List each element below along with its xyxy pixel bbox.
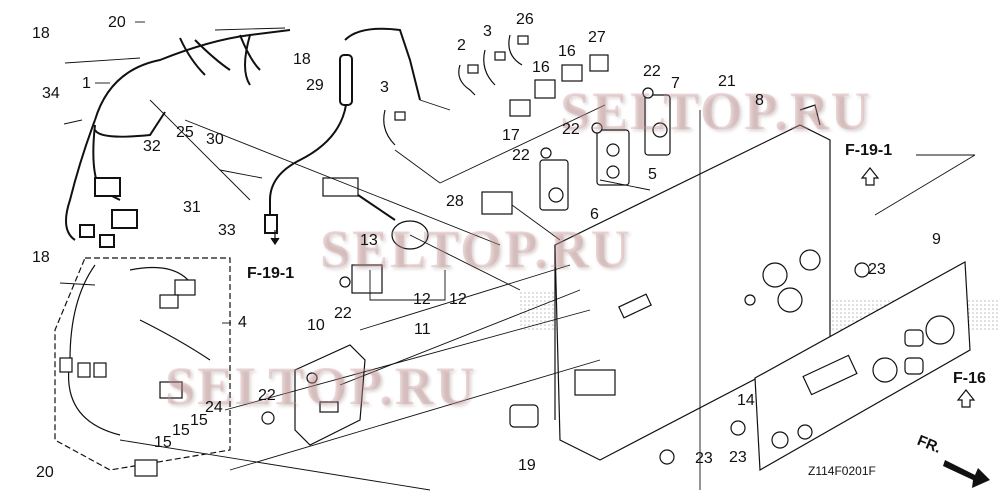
callout-20: 20 [36,464,54,481]
callout-4: 4 [238,314,247,331]
main-wire-harness [65,29,291,248]
callout-22: 22 [512,147,530,164]
callout-3: 3 [483,23,492,40]
ref-f19-top[interactable]: F-19-1 [845,142,893,159]
callout-5: 5 [648,166,657,183]
callout-22: 22 [643,63,661,80]
callout-23: 23 [729,449,747,466]
sub-harness-29 [264,27,421,234]
callout-3: 3 [380,79,389,96]
callout-11: 11 [414,321,431,338]
callout-34: 34 [42,85,60,102]
callout-24: 24 [205,399,223,416]
receptacles [539,94,671,211]
callout-28: 28 [446,193,464,210]
callout-27: 27 [588,29,606,46]
callout-20: 20 [108,14,126,31]
callout-15: 15 [154,434,172,451]
callout-17: 17 [502,127,520,144]
callout-14: 14 [737,392,755,409]
callout-22: 22 [334,305,352,322]
callout-15: 15 [190,412,208,429]
callout-15: 15 [172,422,190,439]
callout-13: 13 [360,232,378,249]
grommet [509,404,539,428]
callout-7: 7 [671,75,680,92]
diagram-code: Z114F0201F [808,464,876,478]
callout-6: 6 [590,206,599,223]
callout-19: 19 [518,457,536,474]
panel-faceplate [754,261,971,472]
callout-26: 26 [516,11,534,28]
ref-f19-left[interactable]: F-19-1 [247,265,295,282]
callout-9: 9 [932,231,941,248]
control-box-10 [294,344,366,446]
callout-32: 32 [143,138,161,155]
circuit-breakers [509,54,609,117]
leader-lines [59,21,976,491]
callout-8: 8 [755,92,764,109]
callout-30: 30 [206,131,224,148]
callout-10: 10 [307,317,325,334]
callout-18: 18 [32,249,50,266]
callout-22: 22 [258,387,276,404]
callout-23: 23 [695,450,713,467]
callout-25: 25 [176,124,194,141]
reference-arrows [270,167,990,488]
callout-18: 18 [293,51,311,68]
callout-16: 16 [532,59,550,76]
callout-21: 21 [718,73,736,90]
watermark: SELTOP.RU [320,219,632,279]
callout-31: 31 [183,199,201,216]
callout-12: 12 [449,291,467,308]
small-lead-wires [383,34,529,146]
callout-18: 18 [32,25,50,42]
flange-nuts [261,87,870,465]
callout-12: 12 [413,291,431,308]
callout-22: 22 [562,121,580,138]
callout-1: 1 [82,75,91,92]
watermark: SELTOP.RU [165,356,477,416]
callout-29: 29 [306,77,324,94]
ref-f16[interactable]: F-16 [953,370,986,387]
harness-4-box [54,257,231,477]
callout-2: 2 [457,37,466,54]
callout-33: 33 [218,222,236,239]
callout-23: 23 [868,261,886,278]
callout-16: 16 [558,43,576,60]
watermark: SELTOP.RU [560,81,872,141]
